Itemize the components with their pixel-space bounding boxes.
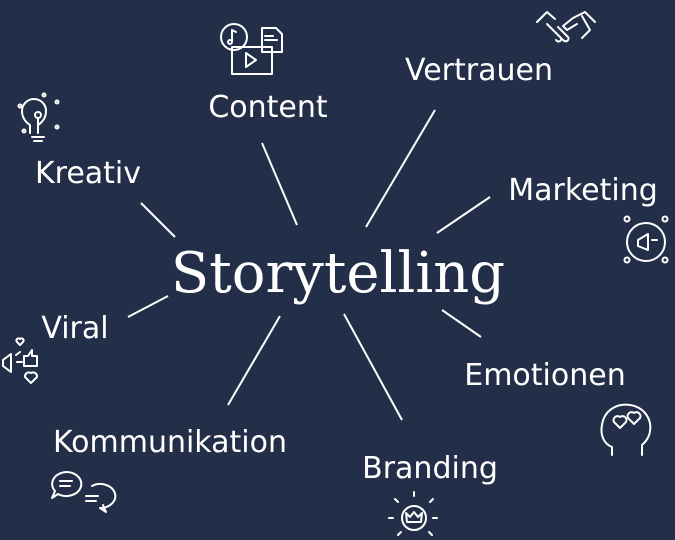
label-viral: Viral [41, 311, 108, 346]
connector-kommunikation [227, 315, 281, 406]
head-hearts-icon [600, 403, 652, 456]
media-content-icon [220, 23, 283, 75]
connector-kreativ [140, 202, 176, 238]
crown-bulb-icon [388, 491, 438, 536]
label-kommunikation: Kommunikation [53, 425, 287, 460]
label-vertrauen: Vertrauen [405, 53, 553, 88]
label-branding: Branding [362, 451, 498, 486]
label-content: Content [208, 90, 328, 125]
megaphone-likes-icon [2, 337, 39, 384]
connector-marketing [436, 196, 491, 234]
handshake-icon [536, 11, 596, 43]
connector-vertrauen [365, 109, 436, 228]
label-kreativ: Kreativ [35, 156, 141, 191]
connector-branding [343, 313, 403, 421]
label-emotionen: Emotionen [464, 358, 625, 393]
connector-emotionen [441, 309, 482, 338]
connector-content [261, 142, 298, 226]
connector-viral [127, 295, 169, 318]
label-marketing: Marketing [508, 173, 658, 208]
megaphone-audience-icon [623, 215, 669, 264]
center-title: Storytelling [171, 241, 505, 306]
lightbulb-icon [17, 92, 60, 142]
chat-bubbles-icon [51, 470, 117, 513]
